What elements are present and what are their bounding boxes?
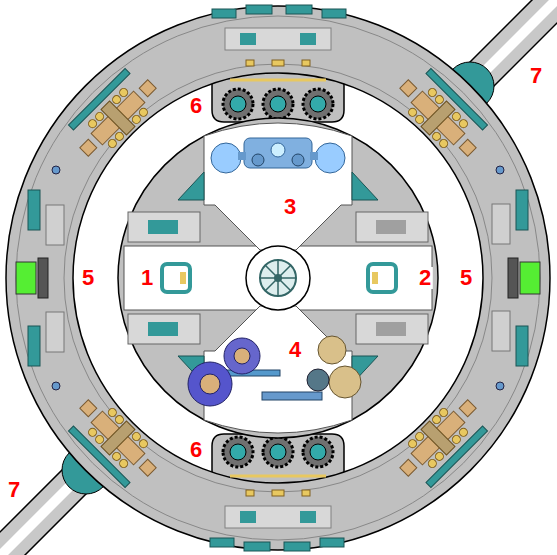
- room: [204, 123, 352, 250]
- callout-number: 5: [458, 267, 474, 289]
- machinery: [262, 392, 322, 400]
- ring-section: [210, 437, 344, 551]
- machinery: [329, 366, 361, 398]
- callout-number: 4: [287, 339, 303, 361]
- ring-section: [212, 5, 346, 119]
- teal-panel: [148, 220, 178, 234]
- machinery: [200, 374, 220, 394]
- console-panel: [128, 212, 200, 242]
- hub-wheel: [260, 260, 296, 296]
- callout-number: 7: [528, 65, 544, 87]
- teal-corner: [178, 172, 204, 200]
- ring-section: [63, 391, 165, 493]
- machinery: [234, 348, 250, 364]
- callout-number: 3: [282, 196, 298, 218]
- machinery: [292, 154, 304, 166]
- outer-ring: [6, 6, 550, 550]
- machinery: [315, 143, 345, 173]
- core-module: [118, 118, 438, 438]
- ring-section: [16, 166, 64, 390]
- machinery: [271, 143, 285, 157]
- machinery: [310, 152, 318, 160]
- machinery: [238, 152, 246, 160]
- ring-section: [391, 391, 493, 493]
- callout-number: 6: [188, 439, 204, 461]
- machinery: [244, 138, 312, 168]
- teal-corner: [352, 172, 378, 200]
- yellow-fitting: [372, 272, 378, 284]
- teal-panel: [148, 322, 178, 336]
- machinery: [211, 143, 241, 173]
- machinery: [307, 369, 329, 391]
- ring-section: [63, 63, 165, 165]
- machinery: [318, 336, 346, 364]
- yellow-fitting: [180, 272, 186, 284]
- machinery: [252, 154, 264, 166]
- console-panel: [128, 314, 200, 344]
- room-console: [162, 264, 190, 292]
- callout-number: 1: [139, 267, 155, 289]
- wheel-hub: [274, 274, 282, 282]
- callout-number: 6: [188, 95, 204, 117]
- console-panel: [356, 212, 428, 242]
- central-hub: [246, 246, 310, 310]
- ring-section: [492, 166, 540, 390]
- machinery: [224, 338, 260, 374]
- grey-panel: [376, 220, 406, 234]
- callout-number: 7: [6, 479, 22, 501]
- callout-number: 2: [417, 267, 433, 289]
- machinery: [188, 362, 232, 406]
- wheel-spokes: [260, 260, 296, 296]
- ring-section: [391, 63, 493, 165]
- corridor: [124, 246, 432, 310]
- room-console: [368, 264, 396, 292]
- console-panel: [356, 314, 428, 344]
- grey-panel: [376, 322, 406, 336]
- callout-number: 5: [80, 267, 96, 289]
